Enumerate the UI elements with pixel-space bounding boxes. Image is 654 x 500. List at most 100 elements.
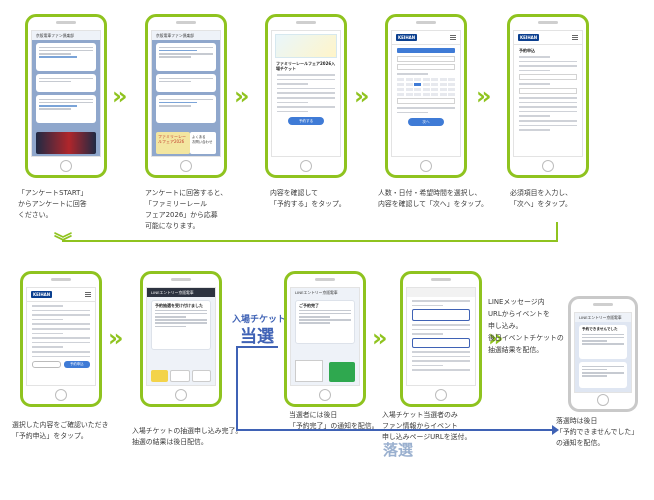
home-button bbox=[420, 160, 432, 172]
double-chevron-right-icon: » bbox=[476, 82, 491, 110]
rich-menu-tile[interactable] bbox=[170, 370, 190, 382]
line-chat-screen: LINEエントリー京阪電車 ご予約完了 bbox=[290, 287, 360, 386]
caption-line: 「次へ」をタップ。 bbox=[510, 200, 572, 208]
phone-notch bbox=[176, 21, 196, 24]
phone-notch bbox=[416, 21, 436, 24]
illustration-image bbox=[295, 360, 323, 382]
hamburger-menu-icon[interactable] bbox=[85, 292, 91, 297]
double-chevron-right-icon: » bbox=[372, 324, 387, 352]
keihan-logo: KEIHAN bbox=[31, 291, 53, 298]
caption-line: 「予約する」をタップ。 bbox=[270, 200, 346, 208]
phone-notch bbox=[296, 21, 316, 24]
rich-menu-tile[interactable] bbox=[191, 370, 211, 382]
double-chevron-right-icon: » bbox=[108, 324, 123, 352]
keihan-logo: KEIHAN bbox=[396, 34, 418, 41]
caption-step-8: 当選者には後日 「予約完了」の通知を配信。 bbox=[289, 410, 379, 432]
chat-header: LINEエントリー京阪電車 bbox=[147, 288, 215, 297]
faq-button[interactable]: よくある お問い合わせ bbox=[190, 132, 216, 154]
caption-step-3: 内容を確認して 「予約する」をタップ。 bbox=[270, 188, 346, 210]
double-chevron-right-icon: » bbox=[354, 82, 369, 110]
caption-step-11: 落選時は後日 「予約できませんでした」 の通知を配信。 bbox=[556, 416, 638, 449]
branch-line-main bbox=[236, 346, 278, 348]
site-header: KEIHAN bbox=[514, 31, 582, 45]
double-chevron-right-icon: » bbox=[234, 82, 249, 110]
connector-line-horizontal bbox=[62, 240, 558, 242]
branch-line-down bbox=[236, 346, 238, 430]
home-button bbox=[60, 160, 72, 172]
phone-step-6: KEIHAN 予約申込 bbox=[20, 271, 102, 407]
hamburger-menu-icon[interactable] bbox=[572, 35, 578, 40]
home-button bbox=[435, 389, 447, 401]
chat-bubble bbox=[36, 43, 96, 71]
chat-header: 京阪電車ファン倶楽部 bbox=[32, 31, 100, 40]
date-select-screen: KEIHAN 次へ bbox=[391, 30, 461, 157]
caption-line: 当選者には後日 bbox=[289, 411, 338, 419]
chat-bubble: ご予約完了 bbox=[295, 300, 355, 344]
promo-banner[interactable]: ファミリーレールフェア2026 bbox=[156, 132, 190, 154]
home-button bbox=[180, 160, 192, 172]
phone-notch bbox=[56, 21, 76, 24]
event-hero-image bbox=[275, 34, 337, 58]
caption-line: 選択した内容をご確認いただき bbox=[12, 421, 109, 429]
ticket-detail-screen: ファミリーレールフェア2026入場チケット 予約する bbox=[271, 30, 341, 157]
caption-line: 内容を確認して「次へ」をタップ。 bbox=[378, 200, 488, 208]
url-box[interactable] bbox=[412, 309, 470, 322]
form-title: 予約申込 bbox=[519, 48, 535, 53]
form-field[interactable] bbox=[519, 87, 577, 94]
line-chat-screen: 京阪電車ファン倶楽部 ファミリーレールフェア2026 よくある お問い合わせ bbox=[151, 30, 221, 157]
calendar[interactable] bbox=[397, 77, 455, 97]
people-select[interactable] bbox=[397, 56, 455, 62]
home-button bbox=[597, 394, 609, 406]
connector-line-vertical bbox=[556, 222, 558, 241]
line-chat-screen: LINEエントリー京阪電車 予約抽選を受け付けました bbox=[146, 287, 216, 386]
caption-line: 「ファミリーレール bbox=[145, 200, 208, 208]
chat-header: LINEエントリー京阪電車 bbox=[291, 288, 359, 297]
phone-step-4: KEIHAN 次へ bbox=[385, 14, 467, 178]
event-title: ファミリーレールフェア2026入場チケット bbox=[276, 61, 336, 71]
apply-button[interactable]: 予約申込 bbox=[63, 361, 90, 369]
arrowhead-icon bbox=[552, 425, 559, 435]
next-button[interactable]: 次へ bbox=[408, 118, 444, 127]
double-chevron-down-icon: ︾ bbox=[54, 232, 72, 253]
survey-start-banner[interactable] bbox=[36, 132, 96, 154]
chat-header: LINEエントリー京阪電車 bbox=[575, 313, 631, 322]
caption-step-7: 入場チケットの抽選申し込み完了。 抽選の結果は後日配信。 bbox=[132, 426, 242, 448]
form-field[interactable] bbox=[519, 74, 577, 81]
caption-line: 申し込み。 bbox=[488, 322, 523, 330]
phone-step-3: ファミリーレールフェア2026入場チケット 予約する bbox=[265, 14, 347, 178]
home-button bbox=[55, 389, 67, 401]
people-select[interactable] bbox=[397, 64, 455, 70]
caption-line: URLからイベントを bbox=[488, 310, 550, 318]
phone-step-9 bbox=[400, 271, 482, 407]
phone-notch bbox=[171, 278, 191, 281]
double-chevron-right-icon: » bbox=[112, 82, 127, 110]
chat-bubble: 予約できませんでした bbox=[579, 325, 627, 359]
branch-line-lose bbox=[236, 429, 554, 431]
caption-step-10: LINEメッセージ内 URLからイベントを 申し込み。 後日イベントチケットの … bbox=[488, 296, 564, 356]
message-title: 予約抽選を受け付けました bbox=[155, 303, 203, 308]
caption-line: からアンケートに回答 bbox=[18, 200, 87, 208]
time-select[interactable] bbox=[397, 98, 455, 105]
site-header: KEIHAN bbox=[27, 288, 95, 302]
rich-menu-tile[interactable] bbox=[151, 370, 169, 382]
phone-step-5: KEIHAN 予約申込 bbox=[507, 14, 589, 178]
phone-step-8: LINEエントリー京阪電車 ご予約完了 bbox=[284, 271, 366, 407]
back-button[interactable] bbox=[32, 361, 61, 369]
button-row: 予約申込 bbox=[32, 361, 90, 369]
reserve-button[interactable]: 予約する bbox=[288, 117, 324, 126]
hamburger-menu-icon[interactable] bbox=[450, 35, 456, 40]
url-box[interactable] bbox=[412, 337, 470, 348]
caption-line: の通知を配信。 bbox=[556, 439, 605, 447]
caption-line: 人数・日付・希望時間を選択し、 bbox=[378, 189, 482, 197]
qr-tile[interactable] bbox=[329, 362, 355, 382]
phone-step-1: 京阪電車ファン倶楽部 bbox=[25, 14, 107, 178]
screen-header bbox=[407, 288, 475, 297]
caption-line: 入場チケット当選者のみ bbox=[382, 411, 458, 419]
phone-notch bbox=[431, 278, 451, 281]
caption-line: 抽選結果を配信。 bbox=[488, 346, 544, 354]
step-bar bbox=[397, 48, 455, 53]
phone-result-lose: LINEエントリー京阪電車 予約できませんでした bbox=[568, 296, 638, 412]
phone-notch bbox=[315, 278, 335, 281]
message-title: ご予約完了 bbox=[299, 303, 319, 308]
message-title: 予約できませんでした bbox=[582, 327, 618, 331]
